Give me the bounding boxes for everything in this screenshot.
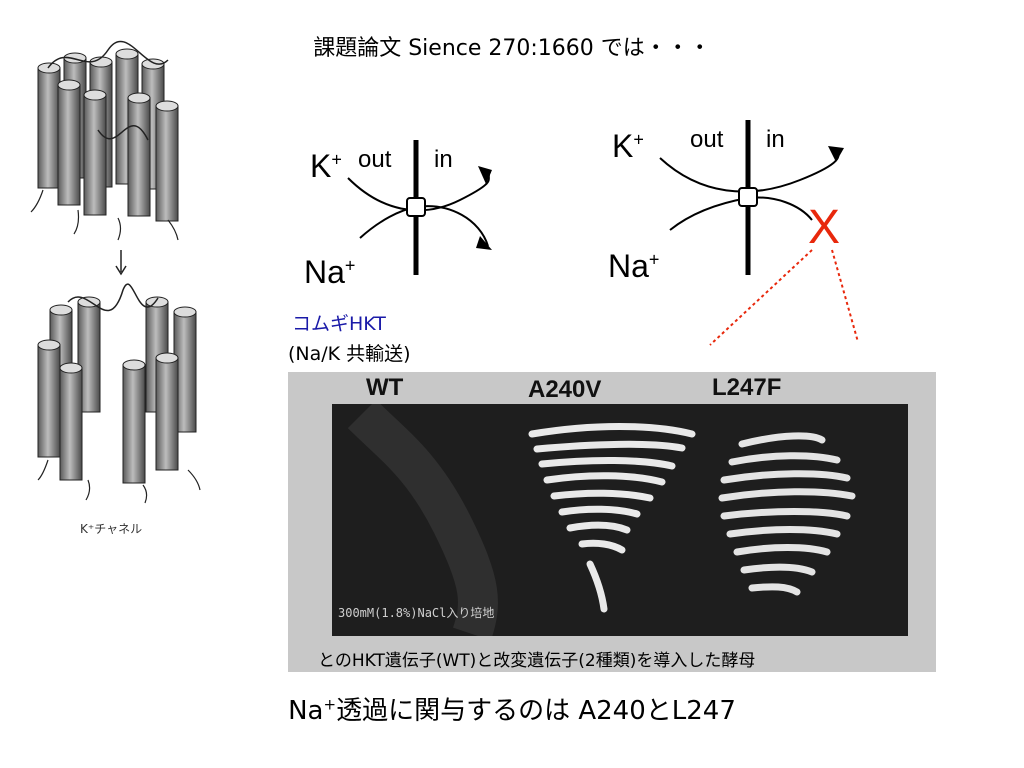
na-arrowhead-icon <box>476 236 492 250</box>
out-label-mutant: out <box>690 126 724 153</box>
agar-plate: 300mM(1.8%)NaCl入り培地 <box>332 399 908 641</box>
yeast-streaks <box>347 399 856 641</box>
block-x-mark: X <box>808 201 841 254</box>
na-ion-sup: + <box>344 255 356 276</box>
callout-line-left <box>709 249 813 346</box>
na-ion-text: Na <box>304 254 345 290</box>
k-ion-label-mutant: K+ <box>612 128 644 165</box>
transport-diagram-normal <box>347 140 492 275</box>
a240v-streak <box>528 423 696 613</box>
conclusion-text: Na+透過に関与するのは A240とL247 <box>0 690 1024 727</box>
in-label: in <box>434 146 453 173</box>
transporter-box <box>738 187 758 207</box>
na-ion-sup: + <box>648 249 660 270</box>
column-label-wt: WT <box>366 374 404 401</box>
conclusion-body: 透過に関与するのは A240とL247 <box>336 696 736 726</box>
callout-line-right <box>831 249 859 343</box>
k-ion-text: K <box>612 128 634 164</box>
k-arrowhead-icon <box>828 146 844 162</box>
k-ion-sup: + <box>633 129 644 150</box>
k-ion-label: K+ <box>310 148 342 185</box>
column-label-l247f: L247F <box>712 374 782 401</box>
photo-caption: とのHKT遺伝子(WT)と改変遺伝子(2種類)を導入した酵母 <box>318 651 756 671</box>
na-ion-text: Na <box>608 248 649 284</box>
k-arrowhead-icon <box>478 166 492 184</box>
conclusion-sup: + <box>323 695 337 714</box>
open-channel-helices <box>37 283 201 504</box>
k-channel-illustration <box>30 40 201 504</box>
wt-streak <box>347 399 498 641</box>
na-ion-label-mutant: Na+ <box>608 248 659 285</box>
out-label: out <box>358 146 392 173</box>
transporter-box <box>406 197 426 217</box>
na-ion-label: Na+ <box>304 254 355 291</box>
l247f-streak <box>718 432 856 596</box>
transport-diagram-mutant <box>659 120 859 346</box>
k-flux-arrow <box>347 171 491 212</box>
hkt-name: コムギHKT <box>292 313 386 335</box>
hkt-description: (Na/K 共輸送) <box>288 343 411 365</box>
down-arrow-icon <box>115 250 127 276</box>
k-ion-sup: + <box>331 149 342 170</box>
yeast-growth-photo: WT A240V L247F <box>288 372 936 672</box>
column-label-a240v: A240V <box>528 376 602 403</box>
in-label-mutant: in <box>766 126 785 153</box>
k-ion-text: K <box>310 148 332 184</box>
k-channel-caption: K⁺チャネル <box>80 522 143 536</box>
closed-channel-helices <box>30 40 179 241</box>
page-title: 課題論文 Sience 270:1660 では・・・ <box>313 36 711 61</box>
plate-medium-label: 300mM(1.8%)NaCl入り培地 <box>338 606 495 620</box>
conclusion-prefix: Na <box>288 696 324 726</box>
